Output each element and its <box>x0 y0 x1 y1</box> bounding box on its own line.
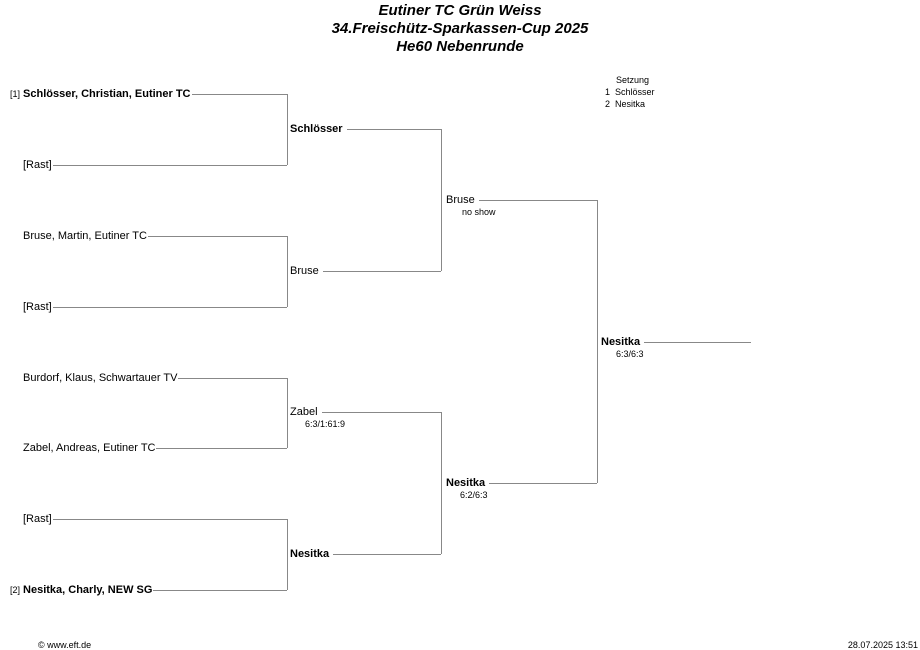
player-name: Nesitka, Charly, NEW SG <box>23 584 153 596</box>
round2-entry: Schlösser <box>290 121 441 137</box>
round1-entry: Burdorf, Klaus, Schwartauer TV <box>23 370 287 386</box>
match-score: no show <box>462 207 496 217</box>
player-name: Zabel <box>290 406 318 418</box>
seed-name: Schlösser <box>615 87 655 97</box>
bracket-connector <box>597 200 598 483</box>
seeding-item: 1 Schlösser <box>605 87 655 97</box>
round1-entry: [Rast] <box>23 157 287 173</box>
player-name: Nesitka <box>290 548 330 560</box>
bracket-connector <box>441 412 442 554</box>
bracket-connector <box>441 129 442 271</box>
bracket-connector <box>287 236 288 307</box>
bracket-connector <box>287 519 288 590</box>
winner-entry: Nesitka <box>601 334 751 350</box>
player-name: [Rast] <box>23 159 52 171</box>
round2-entry: Bruse <box>290 263 441 279</box>
player-name: Bruse, Martin, Eutiner TC <box>23 230 147 242</box>
round1-entry: Bruse, Martin, Eutiner TC <box>23 228 287 244</box>
seeding-item: 2 Nesitka <box>605 99 645 109</box>
player-name: Bruse <box>290 265 319 277</box>
tournament-title: 34.Freischütz-Sparkassen-Cup 2025 <box>331 20 589 37</box>
player-name: Nesitka <box>446 477 486 489</box>
player-name: Zabel, Andreas, Eutiner TC <box>23 442 156 454</box>
copyright: © www.eft.de <box>38 640 92 650</box>
player-name: Burdorf, Klaus, Schwartauer TV <box>23 372 178 384</box>
seed-num: 1 <box>605 87 611 97</box>
round3-entry: Bruse <box>446 192 597 208</box>
bracket-connector <box>287 378 288 448</box>
player-name: [Rast] <box>23 301 52 313</box>
round1-entry: [Rast] <box>23 511 287 527</box>
seeding-title: Setzung <box>616 75 650 85</box>
match-score: 6:2/6:3 <box>460 490 488 500</box>
seed-label: [2] <box>10 585 21 595</box>
player-name: Bruse <box>446 194 475 206</box>
round1-entry: [2]Nesitka, Charly, NEW SG <box>10 582 287 598</box>
match-score: 6:3/6:3 <box>616 349 644 359</box>
player-name: Schlösser, Christian, Eutiner TC <box>23 88 191 100</box>
match-score: 6:3/1:61:9 <box>305 419 346 429</box>
round1-entry: [Rast] <box>23 299 287 315</box>
round1-entry: [1]Schlösser, Christian, Eutiner TC <box>10 86 287 102</box>
seed-num: 2 <box>605 99 611 109</box>
seed-label: [1] <box>10 89 21 99</box>
player-name: [Rast] <box>23 513 52 525</box>
bracket-connector <box>287 94 288 165</box>
round2-entry: Nesitka <box>290 546 441 562</box>
player-name: Schlösser <box>290 123 343 135</box>
club-title: Eutiner TC Grün Weiss <box>378 2 542 19</box>
timestamp: 28.07.2025 13:51 <box>847 640 918 650</box>
round1-entry: Zabel, Andreas, Eutiner TC <box>23 440 287 456</box>
seed-name: Nesitka <box>615 99 646 109</box>
round2-entry: Zabel <box>290 404 441 420</box>
round3-entry: Nesitka <box>446 475 597 491</box>
winner-name: Nesitka <box>601 336 641 348</box>
event-title: He60 Nebenrunde <box>396 38 524 55</box>
